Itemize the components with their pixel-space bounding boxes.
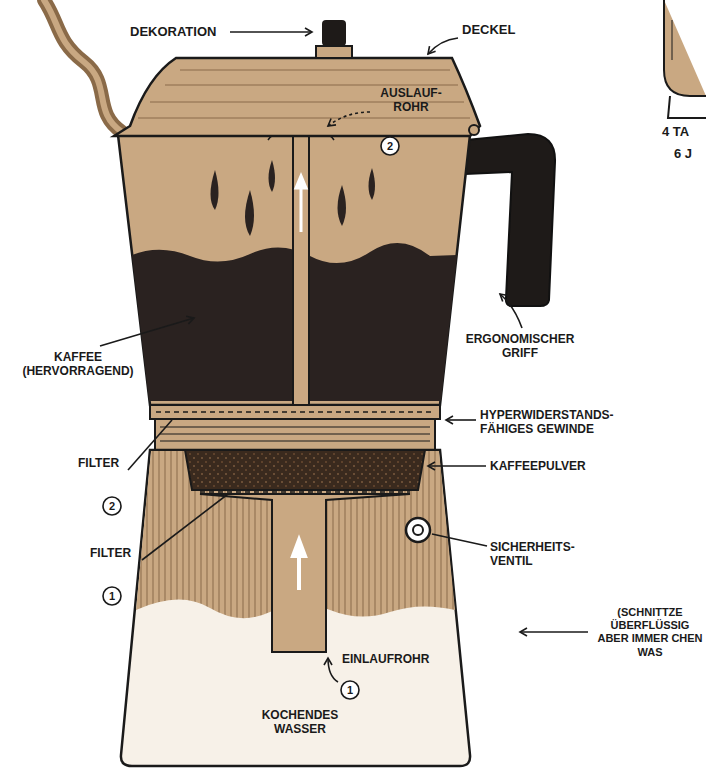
cropped-label: 6 J xyxy=(674,146,706,162)
part-label: AUSLAUF- ROHR xyxy=(372,86,450,115)
part-label: FILTER xyxy=(78,456,138,470)
steam xyxy=(44,0,122,132)
filter-band xyxy=(150,405,440,419)
part-label: DECKEL xyxy=(462,22,542,38)
part-label: KOCHENDES WASSER xyxy=(240,708,360,737)
leader-lines xyxy=(100,32,588,682)
part-label: ERGONOMISCHER GRIFF xyxy=(455,332,585,361)
flow-arrow xyxy=(296,176,306,232)
part-label: FILTER xyxy=(90,546,150,560)
lid-hinge xyxy=(469,125,479,135)
handle xyxy=(466,134,555,306)
coffee-grounds xyxy=(185,450,425,490)
callout-circles xyxy=(103,137,399,699)
part-label: SICHERHEITS- VENTIL xyxy=(490,540,600,569)
flow-arrow xyxy=(293,540,305,590)
cup-fragment xyxy=(664,0,706,118)
callout-number: 2 xyxy=(104,498,120,514)
part-label: HYPERWIDERSTANDS- FÄHIGES GEWINDE xyxy=(480,408,650,437)
part-label: KAFFEEPULVER xyxy=(490,459,610,473)
thread xyxy=(155,419,435,450)
callout-number: 2 xyxy=(382,138,398,154)
safety-valve xyxy=(406,518,430,542)
lid xyxy=(114,58,480,136)
thread-lines xyxy=(160,427,430,441)
lid-knob xyxy=(322,20,346,46)
lower-chamber xyxy=(121,450,470,766)
part-label: DEKORATION xyxy=(130,24,230,40)
part-label: KAFFEE (HERVORRAGEND) xyxy=(8,350,148,379)
filter-dashes xyxy=(200,491,410,493)
funnel xyxy=(200,494,410,652)
knob-base xyxy=(316,46,352,58)
filter-dashes xyxy=(156,411,434,413)
part-label: EINLAUFROHR xyxy=(342,652,452,666)
outlet-tube xyxy=(293,136,309,405)
lid-lines xyxy=(138,70,470,118)
note-text: (SCHNITTZE ÜBERFLÜSSIG ABER IMMER CHEN W… xyxy=(596,606,704,659)
callout-number: 1 xyxy=(342,682,358,698)
valve-inner xyxy=(413,525,423,535)
callout-number: 1 xyxy=(104,588,120,604)
cropped-label: 4 TA xyxy=(662,124,706,140)
upper-chamber xyxy=(118,135,470,405)
